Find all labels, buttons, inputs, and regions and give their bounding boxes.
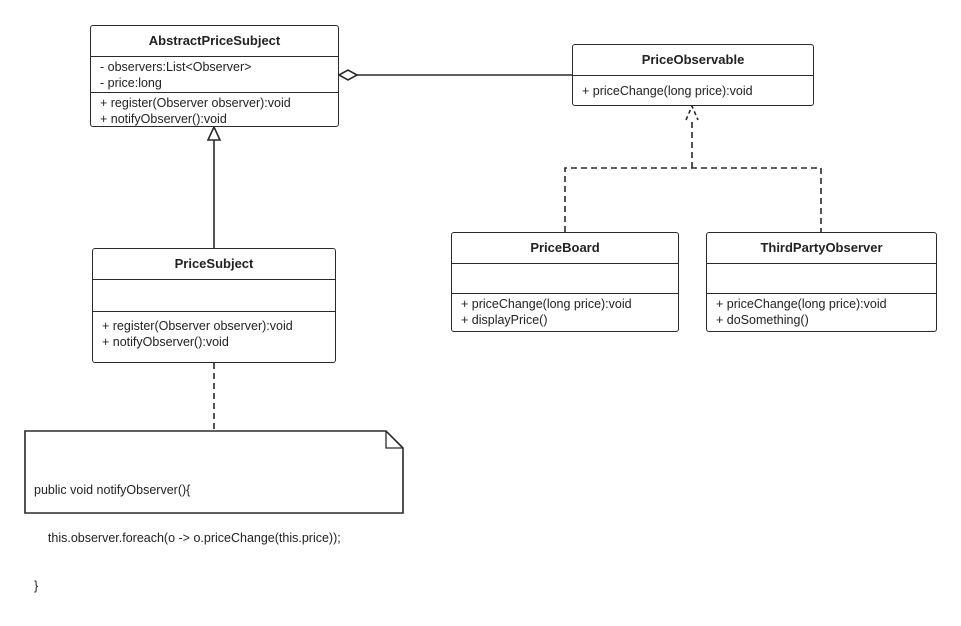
methods-section: + priceChange(long price):void + display… [452,294,678,330]
class-third-party-observer[interactable]: ThirdPartyObserver + priceChange(long pr… [706,232,937,332]
attribute: - observers:List<Observer> [100,60,252,74]
method: + register(Observer observer):void [102,319,293,333]
methods-section: + priceChange(long price):void [573,76,813,101]
method: + notifyObserver():void [102,335,229,349]
class-name: PriceSubject [93,249,335,280]
method: + notifyObserver():void [100,112,227,126]
attributes-section [93,280,335,312]
generalization-arrowhead [206,125,222,141]
realization-branch [564,167,822,232]
note-shape [24,430,404,514]
methods-section: + register(Observer observer):void + not… [93,312,335,352]
method: + displayPrice() [461,313,548,327]
class-name: ThirdPartyObserver [707,233,936,264]
method: + priceChange(long price):void [582,84,753,98]
method: + priceChange(long price):void [461,297,632,311]
class-abstract-price-subject[interactable]: AbstractPriceSubject - observers:List<Ob… [90,25,339,127]
aggregation-diamond [337,69,359,81]
class-name: PriceBoard [452,233,678,264]
attributes-section: - observers:List<Observer> - price:long [91,57,338,93]
method: + doSomething() [716,313,809,327]
attributes-section [707,264,936,294]
attributes-section [452,264,678,294]
methods-section: + register(Observer observer):void + not… [91,93,338,129]
code-note[interactable]: public void notifyObserver(){ this.obser… [24,430,404,593]
class-price-observable[interactable]: PriceObservable + priceChange(long price… [572,44,814,106]
note-line: public void notifyObserver(){ [34,483,191,497]
realization-arrowhead [685,103,699,121]
method: + register(Observer observer):void [100,96,291,110]
class-price-subject[interactable]: PriceSubject + register(Observer observe… [92,248,336,363]
note-text: public void notifyObserver(){ this.obser… [34,450,341,626]
note-line: } [34,579,39,593]
class-name: PriceObservable [573,45,813,76]
class-price-board[interactable]: PriceBoard + priceChange(long price):voi… [451,232,679,332]
class-name: AbstractPriceSubject [91,26,338,57]
method: + priceChange(long price):void [716,297,887,311]
methods-section: + priceChange(long price):void + doSomet… [707,294,936,330]
attribute: - price:long [100,76,162,90]
note-line: this.observer.foreach(o -> o.priceChange… [34,531,341,545]
connectors [206,69,822,430]
